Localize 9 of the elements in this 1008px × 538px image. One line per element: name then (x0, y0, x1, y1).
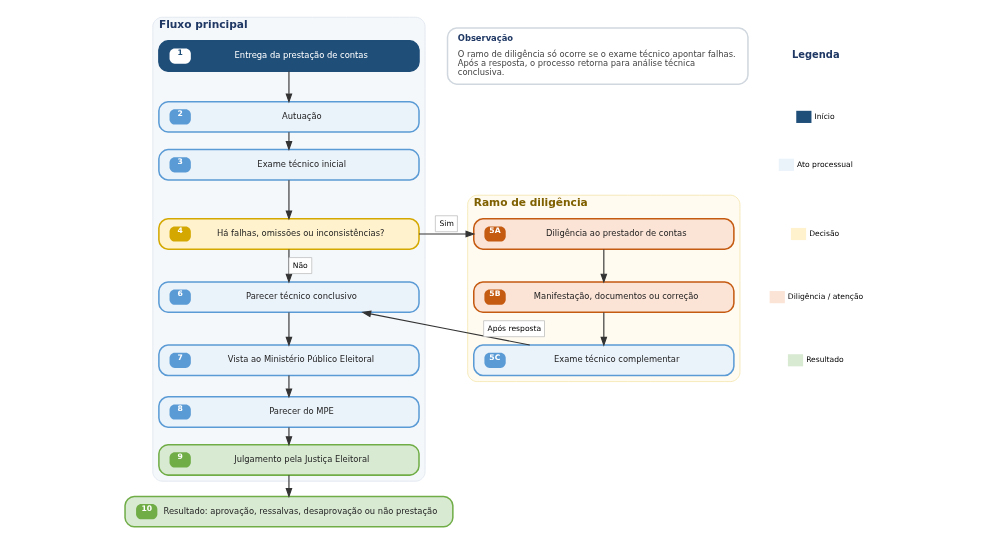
edge-label: Não (292, 260, 308, 270)
legend-label: Ato processual (797, 159, 853, 169)
legend-label: Diligência / atenção (787, 292, 864, 302)
edge-label: Após resposta (487, 323, 542, 333)
legend-label: Resultado (806, 355, 844, 365)
legend-label: Decisão (809, 228, 840, 238)
legend-label: Início (814, 111, 835, 121)
edge-label: Sim (439, 219, 454, 229)
label: Legenda (792, 48, 840, 60)
